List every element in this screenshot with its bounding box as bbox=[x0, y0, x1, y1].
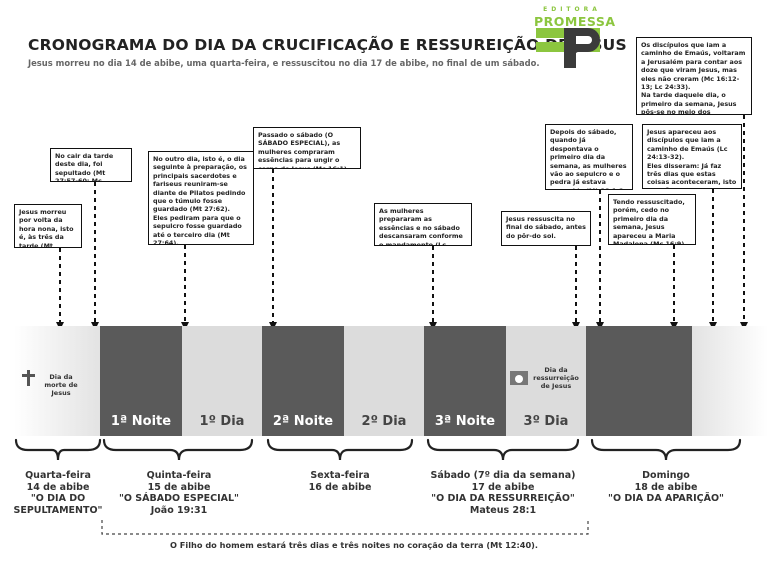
page-title: CRONOGRAMA DO DIA DA CRUCIFICAÇÃO E RESS… bbox=[28, 36, 627, 54]
note-spices-prepared: As mulheres prepararam as essências e no… bbox=[374, 203, 472, 246]
day-weekday: Sábado (7º dia da semana) bbox=[430, 470, 576, 481]
day-weekday: Quinta-feira bbox=[146, 470, 212, 481]
day-date: 14 de abibe bbox=[26, 481, 90, 493]
day-thursday: Quinta-feira 15 de abibe "O SÁBADO ESPEC… bbox=[114, 470, 244, 516]
day-date: 18 de abibe bbox=[634, 481, 698, 493]
day-reference: Mateus 28:1 bbox=[469, 504, 537, 516]
cross-icon bbox=[22, 370, 35, 386]
timeline-segment-sunday bbox=[692, 326, 768, 436]
day-sunday: Domingo 18 de abibe "O DIA DA APARIÇÃO" bbox=[606, 470, 726, 505]
note-burial: No cair da tarde deste dia, foi sepultad… bbox=[50, 148, 132, 182]
timeline-segment-night-3: 3ª Noite bbox=[424, 326, 506, 436]
timeline-segment-sunday-night bbox=[586, 326, 692, 436]
three-days-bracket bbox=[101, 520, 589, 535]
timeline-segment-night-1: 1ª Noite bbox=[100, 326, 182, 436]
day-date: 17 de abibe bbox=[471, 481, 535, 493]
empty-tomb-icon bbox=[510, 371, 528, 385]
note-disciples-return: Os discípulos que iam a caminho de Emaús… bbox=[636, 37, 752, 115]
note-resurrection: Jesus ressuscita no final do sábado, ant… bbox=[501, 211, 591, 246]
p-logo-icon bbox=[536, 28, 600, 68]
day-title: "O DIA DA RESSURREIÇÃO" bbox=[431, 493, 575, 504]
day-weekday: Quarta-feira bbox=[25, 470, 91, 481]
day-weekday: Domingo bbox=[642, 470, 690, 481]
resurrection-day-label: Dia da ressurreição de Jesus bbox=[533, 366, 579, 390]
note-spices-bought: Passado o sábado (O SÁBADO ESPECIAL), as… bbox=[253, 127, 361, 169]
day-reference: João 19:31 bbox=[150, 504, 208, 516]
segment-label-night-3: 3ª Noite bbox=[434, 414, 496, 429]
segment-label-day-3: 3º Dia bbox=[523, 414, 569, 429]
timeline-segment-day-2: 2º Dia bbox=[344, 326, 424, 436]
publisher-logo: EDITORA PROMESSA bbox=[534, 6, 616, 70]
day-friday: Sexta-feira 16 de abibe bbox=[290, 470, 390, 493]
day-title: "O DIA DA APARIÇÃO" bbox=[608, 493, 724, 504]
page-subtitle: Jesus morreu no dia 14 de abibe, uma qua… bbox=[28, 58, 540, 68]
logo-brand-text: PROMESSA bbox=[534, 14, 616, 29]
segment-label-night-1: 1ª Noite bbox=[110, 414, 172, 429]
note-guard-request: No outro dia, isto é, o dia seguinte à p… bbox=[148, 151, 254, 245]
logo-publisher-text: EDITORA bbox=[543, 6, 601, 13]
day-title: "O DIA DO SEPULTAMENTO" bbox=[13, 493, 103, 516]
day-saturday: Sábado (7º dia da semana) 17 de abibe "O… bbox=[428, 470, 578, 516]
note-appeared-magdalene: Tendo ressuscitado, porém, cedo no prime… bbox=[608, 194, 696, 245]
day-date: 15 de abibe bbox=[147, 481, 211, 493]
segment-label-night-2: 2ª Noite bbox=[272, 414, 334, 429]
timeline-segment-night-2: 2ª Noite bbox=[262, 326, 344, 436]
segment-label-day-2: 2º Dia bbox=[361, 414, 407, 429]
day-weekday: Sexta-feira bbox=[310, 470, 370, 481]
timeline-segment-day-1: 1º Dia bbox=[182, 326, 262, 436]
segment-label-day-1: 1º Dia bbox=[199, 414, 245, 429]
note-emmaus: Jesus apareceu aos discípulos que iam a … bbox=[642, 124, 742, 189]
day-braces bbox=[14, 438, 742, 461]
day-wednesday: Quarta-feira 14 de abibe "O DIA DO SEPUL… bbox=[8, 470, 108, 516]
note-death-hour: Jesus morreu por volta da hora nona, ist… bbox=[14, 204, 82, 248]
day-title: "O SÁBADO ESPECIAL" bbox=[118, 493, 240, 504]
note-stone-removed: Depois do sábado, quando já despontava o… bbox=[545, 124, 633, 190]
day-date: 16 de abibe bbox=[308, 481, 372, 493]
footer-verse: O Filho do homem estará três dias e três… bbox=[170, 540, 539, 550]
death-day-label: Dia da morte de Jesus bbox=[44, 373, 78, 397]
